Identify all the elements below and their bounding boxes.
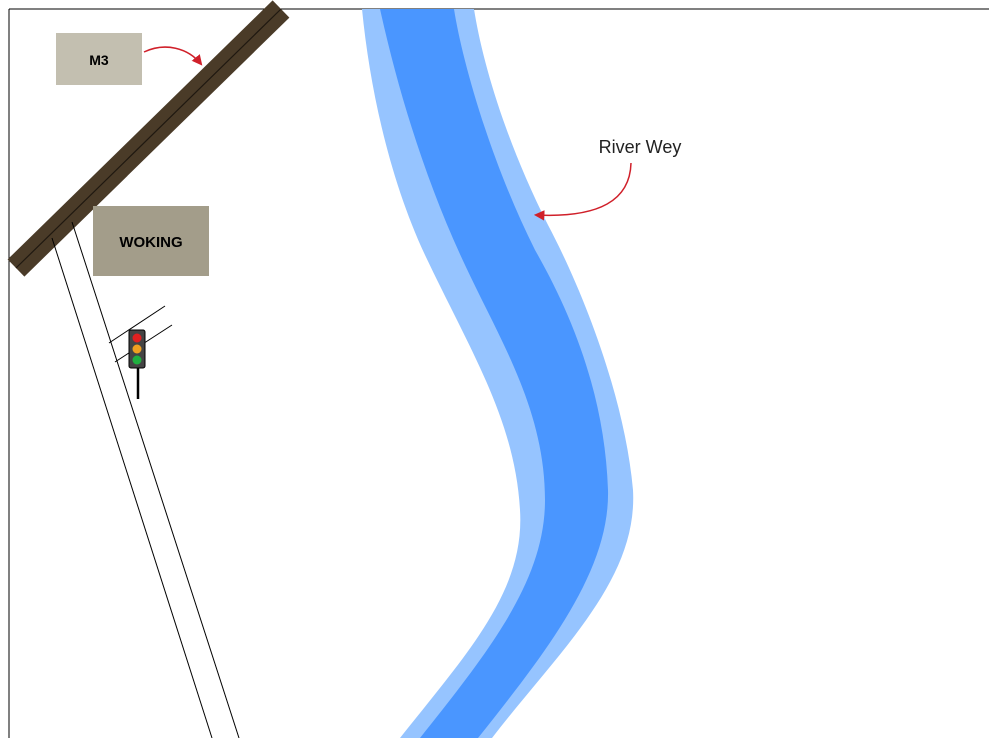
- traffic-light-icon: [128, 329, 146, 399]
- local-road: [51, 221, 240, 738]
- map-frame: [8, 8, 989, 738]
- m3-motorway: [7, 0, 290, 277]
- m3-annotation-arrow: [143, 46, 203, 66]
- m3-label: M3: [56, 33, 142, 85]
- traffic-light-green-lamp: [132, 355, 142, 365]
- traffic-light-red-lamp: [132, 333, 142, 343]
- m3-label-text: M3: [89, 52, 109, 68]
- river-inner-channel: [380, 9, 609, 738]
- river-annotation-arrow: [533, 162, 632, 221]
- woking-label: WOKING: [93, 206, 209, 276]
- river-outer-band: [362, 9, 634, 738]
- river-wey: [362, 9, 634, 738]
- woking-label-text: WOKING: [119, 234, 182, 251]
- river-wey-label: River Wey: [599, 137, 682, 157]
- traffic-light-amber-lamp: [132, 344, 142, 354]
